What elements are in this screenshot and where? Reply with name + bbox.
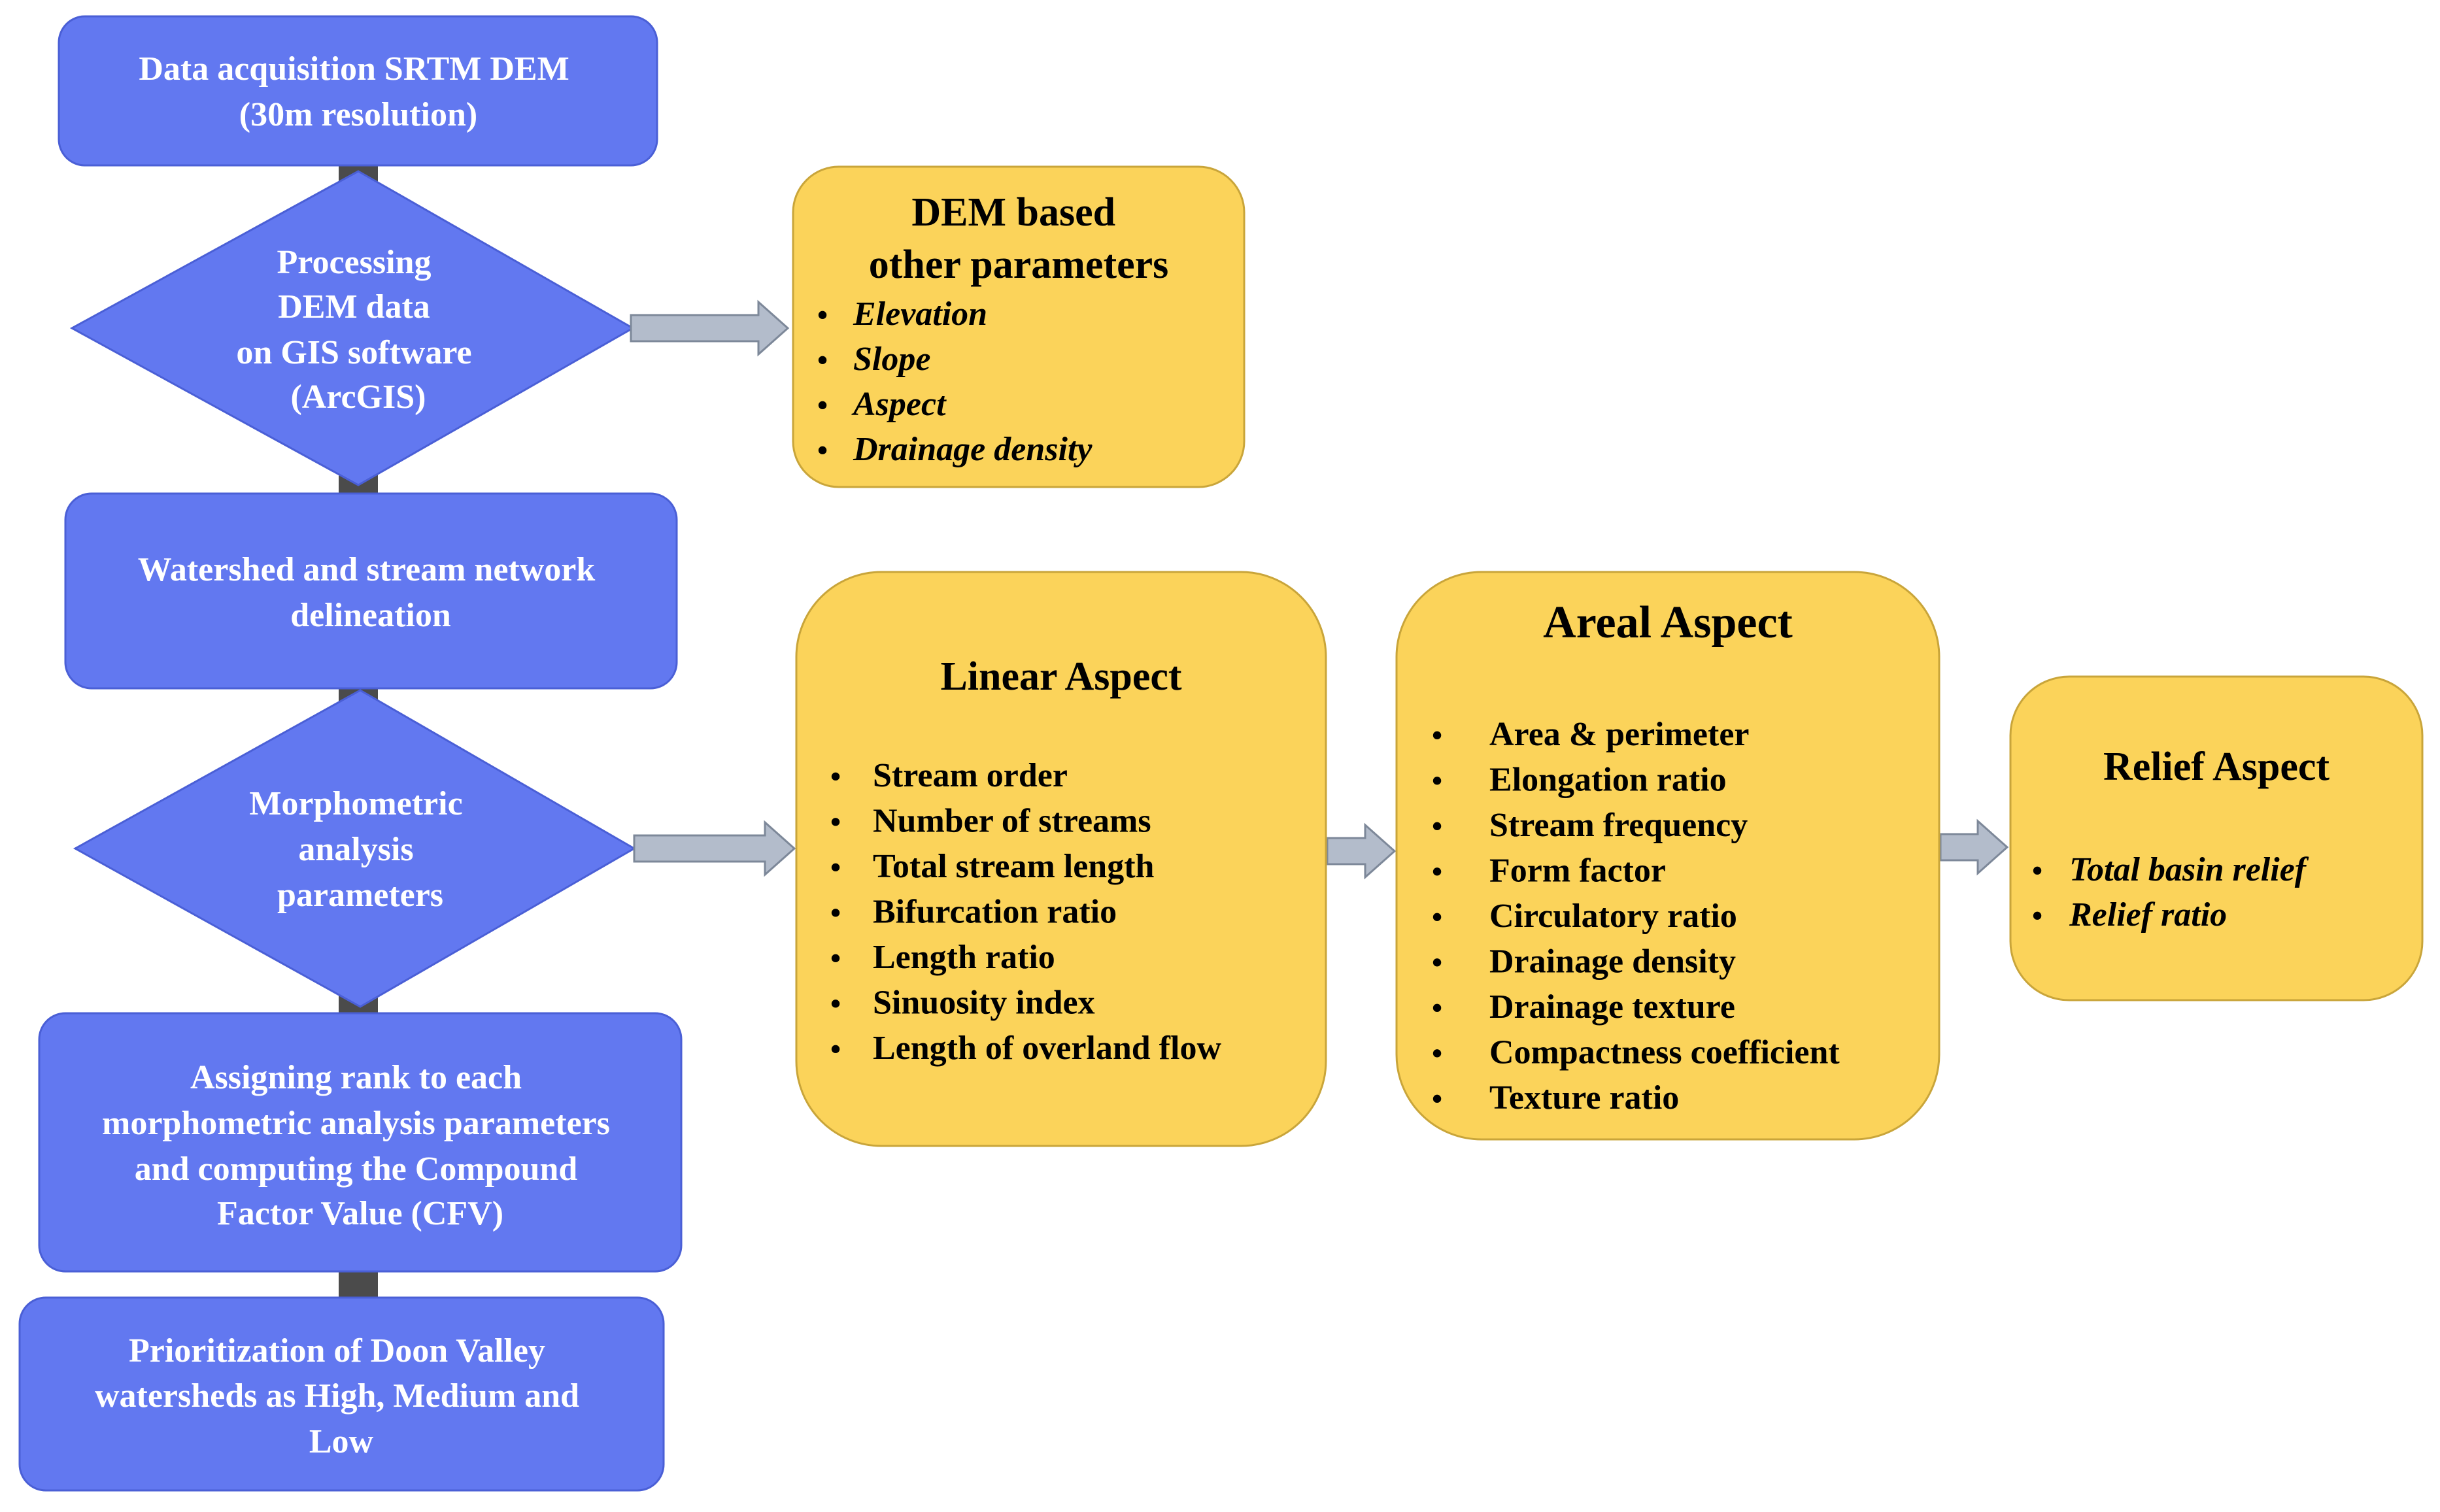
arrow-processing-to-dem: [630, 299, 790, 357]
linear-bullet: •: [830, 1032, 841, 1066]
step-watershed-text: Watershed and stream network delineation: [138, 551, 604, 634]
dem-params-list: • Elevation • Slope • Aspect • Drainage density: [817, 295, 1093, 468]
areal-item: Circulatory ratio: [1489, 898, 1737, 935]
areal-bullet: •: [1432, 855, 1442, 888]
relief-item: Relief ratio: [2069, 896, 2227, 933]
step-morphometric-text: Morphometric analysis parameters: [249, 785, 471, 914]
areal-bullet: •: [1432, 764, 1442, 798]
areal-aspect-box: [1395, 571, 1940, 1141]
areal-aspect-title: Areal Aspect: [1543, 597, 1793, 648]
areal-item: Drainage texture: [1489, 988, 1735, 1026]
arrow-morphometric-to-linear: [633, 820, 796, 877]
linear-aspect-title: Linear Aspect: [940, 654, 1181, 699]
relief-aspect-list: • Total basin relief • Relief ratio: [2032, 851, 2309, 933]
areal-bullet: •: [1432, 900, 1442, 933]
linear-bullet: •: [830, 941, 841, 975]
areal-bullet: •: [1432, 809, 1442, 843]
dem_params-bullet: •: [817, 433, 828, 467]
arrow-areal-to-relief: [1939, 818, 2009, 876]
step-morphometric-diamond: [73, 689, 636, 1008]
areal-aspect-list: • Area & perimeter • Elongation ratio • Strea…: [1432, 716, 1840, 1117]
areal-bullet: •: [1432, 991, 1442, 1024]
connector-5-6: [339, 1271, 378, 1299]
step-watershed-box: [64, 492, 678, 690]
arrow-linear-to-areal: [1326, 822, 1397, 880]
linear-item: Number of streams: [873, 803, 1151, 840]
linear-aspect-list: • Stream order • Number of streams • Total st…: [830, 757, 1221, 1067]
dem-params-box: [792, 165, 1245, 488]
relief-aspect-box: [2009, 675, 2424, 1001]
dem_params-bullet: •: [817, 388, 828, 422]
step-data-acquisition-text: Data acquisition SRTM DEM (30m resolutio…: [139, 50, 577, 133]
linear-bullet: •: [830, 987, 841, 1020]
step-prioritization-box: [18, 1296, 665, 1492]
step-prioritization-text: Prioritization of Doon Valley watersheds…: [95, 1332, 588, 1460]
linear-item: Sinuosity index: [873, 984, 1095, 1022]
linear-item: Stream order: [873, 757, 1068, 794]
relief-item: Total basin relief: [2069, 851, 2309, 888]
linear-bullet: •: [830, 760, 841, 793]
step-processing-text: Processing DEM data on GIS software (Arc…: [236, 244, 480, 416]
linear-item: Total stream length: [873, 848, 1155, 885]
linear-item: Length of overland flow: [873, 1030, 1221, 1067]
step-data-acquisition-box: [58, 15, 658, 167]
linear-bullet: •: [830, 805, 841, 839]
relief-bullet: •: [2032, 899, 2042, 932]
dem_params-item: Drainage density: [853, 431, 1093, 468]
areal-bullet: •: [1432, 946, 1442, 979]
areal-bullet: •: [1432, 1082, 1442, 1115]
areal-item: Form factor: [1489, 852, 1666, 890]
dem_params-item: Elevation: [853, 295, 987, 333]
step-processing-diamond: [69, 170, 635, 486]
linear-item: Length ratio: [873, 939, 1055, 976]
linear-bullet: •: [830, 850, 841, 884]
areal-item: Area & perimeter: [1489, 716, 1750, 753]
dem_params-item: Slope: [853, 341, 930, 378]
areal-bullet: •: [1432, 1037, 1442, 1070]
step-ranking-box: [38, 1012, 683, 1273]
areal-bullet: •: [1432, 718, 1442, 752]
areal-item: Elongation ratio: [1489, 762, 1727, 799]
relief-aspect-title: Relief Aspect: [2103, 745, 2330, 789]
areal-item: Drainage density: [1489, 943, 1736, 981]
areal-item: Compactness coefficient: [1489, 1034, 1840, 1071]
areal-item: Texture ratio: [1489, 1079, 1679, 1117]
linear-aspect-box: [795, 571, 1327, 1147]
areal-item: Stream frequency: [1489, 807, 1748, 844]
dem_params-item: Aspect: [851, 386, 947, 423]
dem_params-bullet: •: [817, 298, 828, 331]
relief-bullet: •: [2032, 854, 2042, 887]
linear-bullet: •: [830, 896, 841, 930]
linear-item: Bifurcation ratio: [873, 894, 1117, 931]
step-ranking-text: Assigning rank to each morphometric anal…: [102, 1059, 618, 1232]
dem_params-bullet: •: [817, 343, 828, 377]
dem-params-title: DEM based other parameters: [869, 190, 1169, 287]
